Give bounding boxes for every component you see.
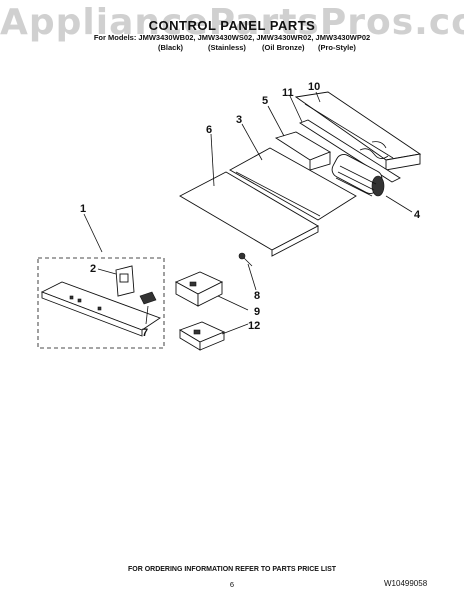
part-5-bracket (274, 131, 332, 171)
callout-7: 7 (142, 327, 148, 339)
document-number: W10499058 (384, 579, 428, 588)
ordering-info: FOR ORDERING INFORMATION REFER TO PARTS … (127, 566, 337, 573)
callout-12: 12 (248, 320, 260, 332)
finish-oil-bronze: (Oil Bronze) (262, 43, 305, 52)
callout-8: 8 (254, 290, 260, 302)
finish-stainless: (Stainless) (208, 43, 246, 52)
watermark: AppliancePartsPros.com (0, 2, 464, 43)
model-list: For Models: JMW3430WB02, JMW3430WS02, JM… (93, 33, 371, 42)
part-2-bracket (115, 265, 135, 297)
leader-lines (83, 91, 413, 335)
callout-2: 2 (90, 263, 96, 275)
callout-3: 3 (236, 114, 242, 126)
page-number: 6 (229, 580, 235, 589)
part-7-connector (139, 291, 157, 305)
part-9-control-board (174, 271, 224, 307)
callout-6: 6 (206, 124, 212, 136)
callout-1: 1 (80, 203, 86, 215)
page-title: CONTROL PANEL PARTS (148, 18, 316, 33)
callout-10: 10 (308, 81, 320, 93)
part-4-blower-fan (331, 154, 385, 197)
part-10-top-bracket (294, 91, 422, 171)
part-12-relay-board (178, 321, 226, 351)
callout-5: 5 (262, 95, 268, 107)
callout-9: 9 (254, 306, 260, 318)
part-6-large-board (179, 171, 319, 257)
finish-pro-style: (Pro-Style) (318, 43, 356, 52)
part-8-screw (238, 252, 253, 267)
finish-black: (Black) (158, 43, 184, 52)
part-1-control-panel-assembly (37, 257, 165, 349)
part-3-panel (229, 147, 357, 221)
callout-4: 4 (414, 209, 421, 221)
callout-11: 11 (282, 87, 294, 99)
